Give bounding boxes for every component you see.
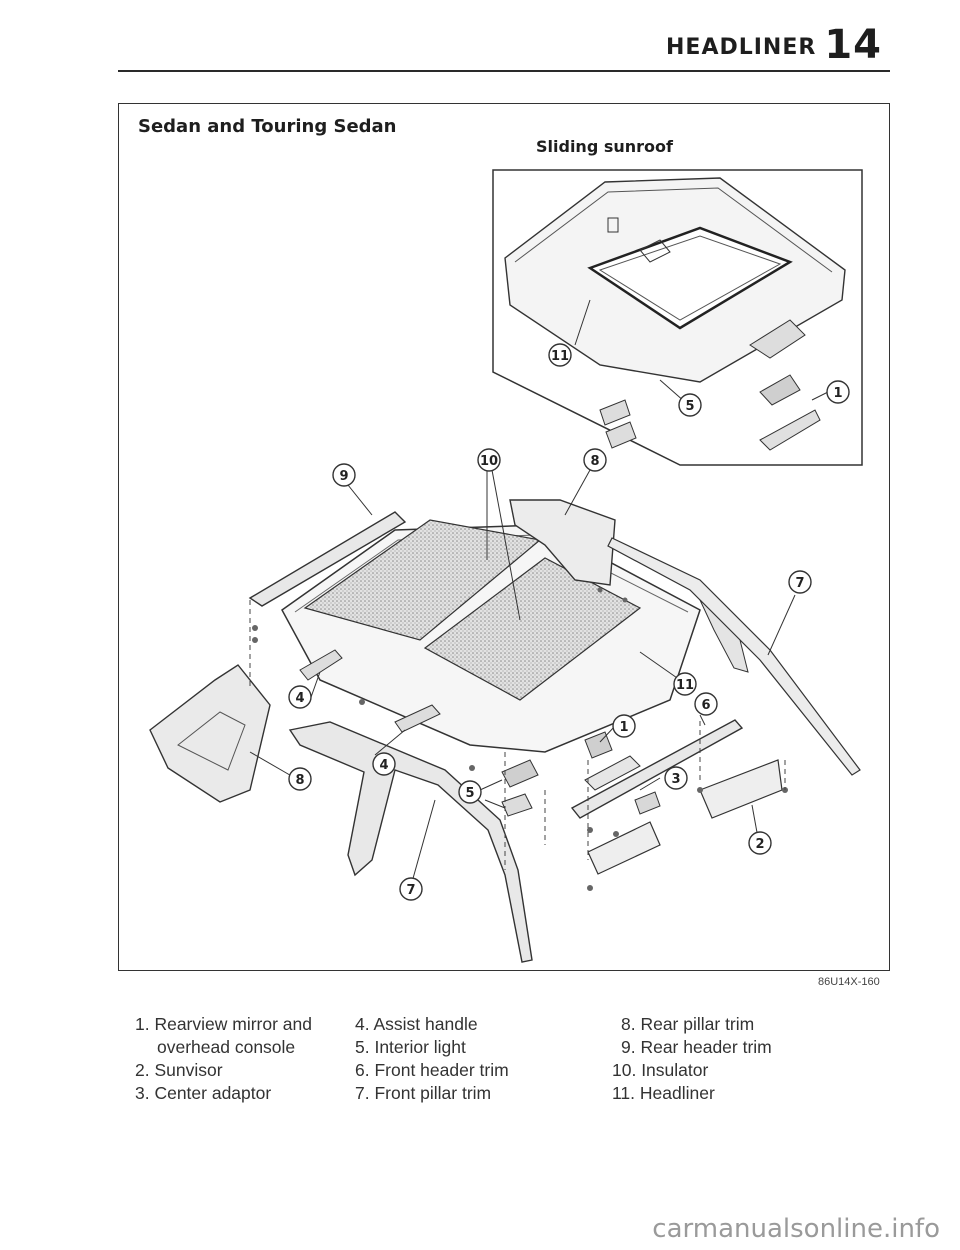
callout-11-inset: 11: [548, 343, 572, 367]
legend-item: 5. Interior light: [355, 1037, 466, 1057]
svg-text:11: 11: [551, 349, 569, 364]
legend-item: 3. Center adaptor: [135, 1083, 272, 1103]
svg-text:11: 11: [676, 678, 694, 693]
header-title-text: HEADLINER: [666, 35, 817, 60]
svg-text:6: 6: [701, 698, 710, 713]
legend-column-1: 1. Rearview mirror and overhead console …: [135, 1013, 312, 1105]
callout-1: 1: [612, 714, 636, 738]
legend-item: 9. Rear header trim: [621, 1037, 772, 1057]
callout-8-left: 8: [288, 767, 312, 791]
callout-8-top: 8: [583, 448, 607, 472]
callout-2: 2: [748, 831, 772, 855]
svg-text:10: 10: [480, 454, 498, 469]
callout-3: 3: [664, 766, 688, 790]
svg-text:8: 8: [295, 773, 304, 788]
legend-item: 8. Rear pillar trim: [621, 1014, 755, 1034]
svg-text:1: 1: [619, 720, 628, 735]
sunroof-inset: [492, 169, 863, 466]
legend-item: 6. Front header trim: [355, 1060, 509, 1080]
callout-9: 9: [332, 463, 356, 487]
callout-7-right: 7: [788, 570, 812, 594]
legend-item: 2. Sunvisor: [135, 1060, 223, 1080]
header-rule: [118, 70, 890, 72]
svg-text:5: 5: [685, 399, 694, 414]
legend-item: 1. Rearview mirror and: [135, 1014, 312, 1034]
legend-item: 10. Insulator: [612, 1060, 709, 1080]
callout-6: 6: [694, 692, 718, 716]
svg-text:4: 4: [295, 691, 304, 706]
callout-4-center: 4: [372, 752, 396, 776]
legend-item-continuation: overhead console: [157, 1037, 296, 1057]
callout-11: 11: [673, 672, 697, 696]
watermark: carmanualsonline.info: [652, 1214, 940, 1244]
callouts: 11 5 1 9 10 8 7 11 6 1 4 4 5 3 2 8 7: [288, 343, 850, 901]
legend-item: 4. Assist handle: [355, 1014, 478, 1034]
svg-text:5: 5: [465, 786, 474, 801]
svg-text:9: 9: [339, 469, 348, 484]
figure-code: 86U14X-160: [818, 976, 880, 988]
legend-column-3: 8. Rear pillar trim 9. Rear header trim …: [612, 1013, 772, 1105]
diagram-frame: [118, 103, 890, 971]
callout-4-left: 4: [288, 685, 312, 709]
svg-text:7: 7: [406, 883, 415, 898]
legend-column-2: 4. Assist handle 5. Interior light 6. Fr…: [355, 1013, 509, 1105]
svg-text:4: 4: [379, 758, 388, 773]
svg-text:3: 3: [671, 772, 680, 787]
callout-7-left: 7: [399, 877, 423, 901]
callout-5-inset: 5: [678, 393, 702, 417]
svg-text:7: 7: [795, 576, 804, 591]
callout-5: 5: [458, 780, 482, 804]
main-assembly: [149, 469, 861, 963]
chapter-number: 14: [824, 22, 882, 68]
page-header-title: HEADLINER 14: [666, 22, 882, 68]
svg-text:1: 1: [833, 386, 842, 401]
inset-title: Sliding sunroof: [536, 137, 673, 156]
callout-10: 10: [477, 448, 501, 472]
legend-item: 7. Front pillar trim: [355, 1083, 492, 1103]
legend-item: 11. Headliner: [612, 1083, 715, 1103]
callout-1-inset: 1: [826, 380, 850, 404]
svg-text:8: 8: [590, 454, 599, 469]
svg-text:2: 2: [755, 837, 764, 852]
section-title: Sedan and Touring Sedan: [138, 116, 397, 137]
